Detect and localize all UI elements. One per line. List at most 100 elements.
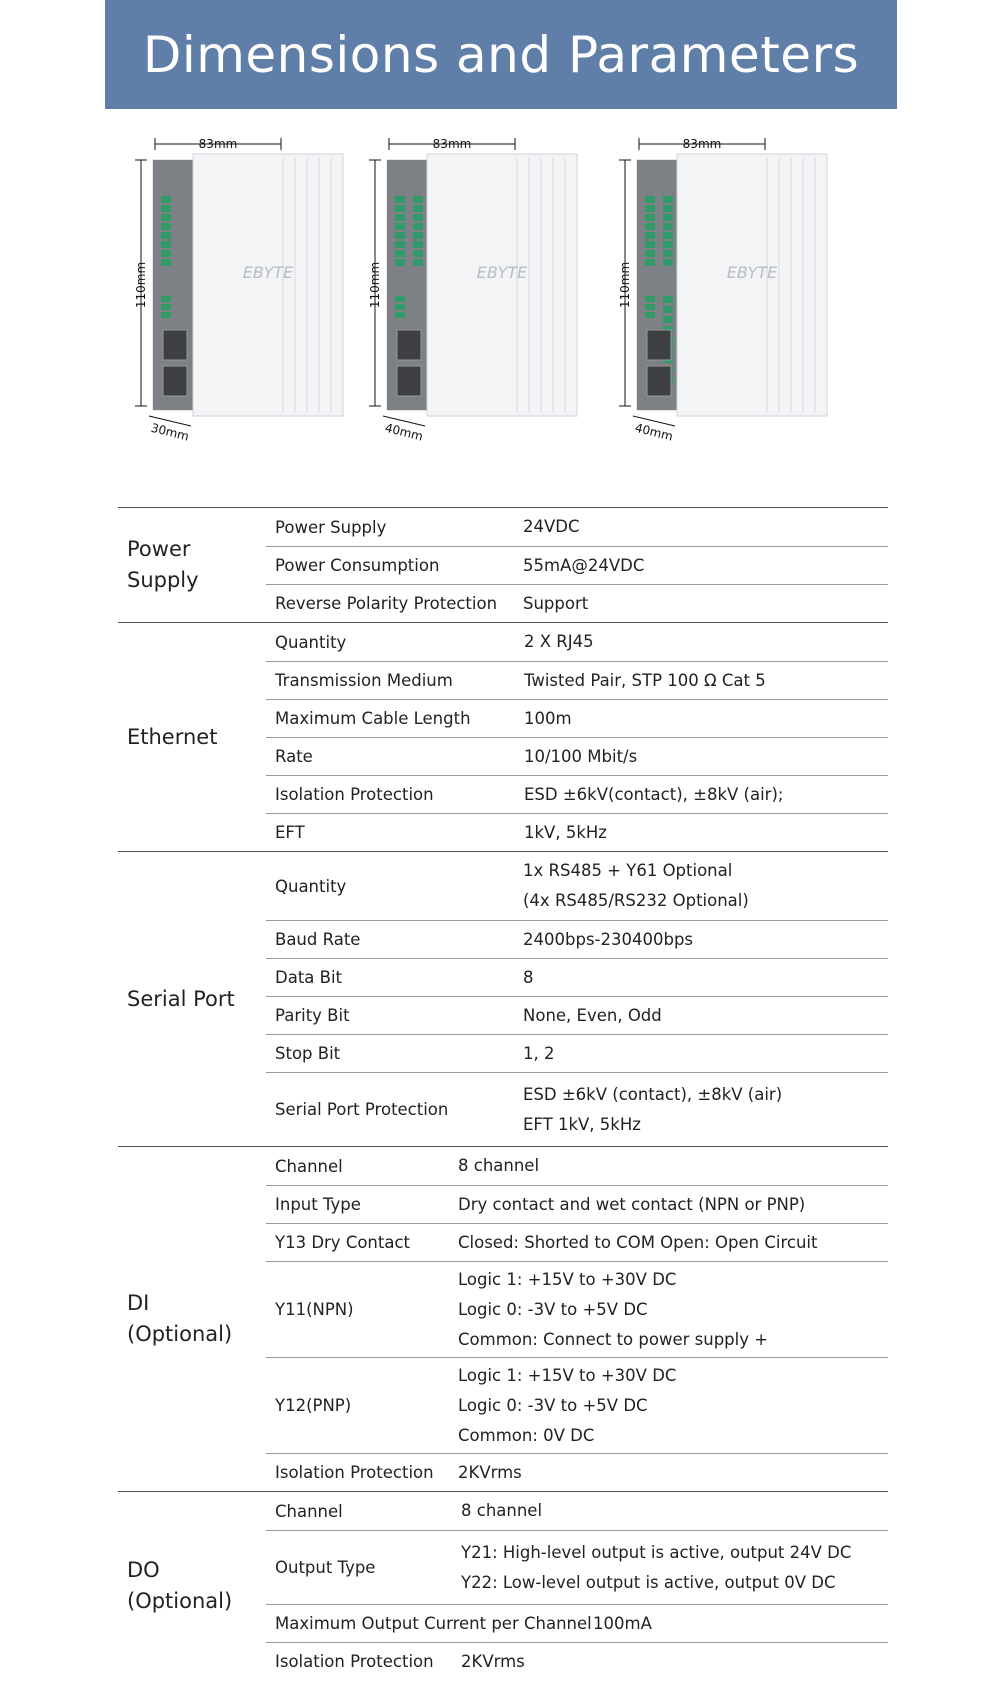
table-row: Isolation Protection ESD ±6kV(contact), ±… [266,775,888,813]
param-name: Y11(NPN) [275,1300,354,1319]
param-value: 2KVrms [458,1462,522,1482]
param-name: Rate [275,747,313,766]
table-row: Channel 8 channel [266,1147,888,1185]
param-value: 2KVrms [461,1651,525,1671]
param-name: Power Supply [275,517,387,537]
param-value: Twisted Pair, STP 100 Ω Cat 5 [524,670,766,690]
table-row: Stop Bit 1, 2 [266,1034,888,1072]
width-dimension: 83mm [199,137,238,151]
param-value: Logic 1: +15V to +30V DC Logic 0: -3V to… [458,1365,677,1445]
brand-logo: EBYTE [477,263,528,282]
param-name: Isolation Protection [275,785,434,804]
param-value: Y21: High-level output is active, output… [461,1542,852,1592]
param-value: Logic 1: +15V to +30V DC Logic 0: -3V to… [458,1269,769,1349]
table-row: Isolation Protection 2KVrms [266,1642,888,1680]
param-name: Isolation Protection [275,1652,434,1671]
param-value: 8 [523,967,534,987]
param-value: ESD ±6kV (contact), ±8kV (air) EFT 1kV, … [523,1084,783,1134]
table-row: Output Type Y21: High-level output is act… [266,1530,888,1604]
section-label: Serial Port [127,986,235,1011]
param-value: 8 channel [458,1156,540,1175]
param-name: Transmission Medium [275,671,453,690]
section-label: DI (Optional) [127,1291,233,1346]
param-name: Maximum Cable Length [275,709,471,728]
table-row: Rate 10/100 Mbit/s [266,737,888,775]
param-value: 55mA@24VDC [523,555,645,575]
table-row: Y13 Dry Contact Closed: Shorted to COM Op… [266,1223,888,1261]
param-value: 2 X RJ45 [524,632,594,651]
table-row: Maximum Cable Length 100m [266,699,888,737]
section-label: Power Supply [127,537,199,592]
table-row: Serial Port Protection ESD ±6kV (contact)… [266,1072,888,1146]
table-row: Transmission Medium Twisted Pair, STP 100… [266,661,888,699]
param-value: 2400bps-230400bps [523,929,694,949]
param-value: 8 channel [461,1501,543,1520]
param-value: 100mA [593,1613,652,1633]
table-row: Power Supply 24VDC [266,508,888,546]
brand-logo: EBYTE [243,263,294,282]
table-row: Input Type Dry contact and wet contact (N… [266,1185,888,1223]
width-dimension: 83mm [433,137,472,151]
param-name: Quantity [275,876,347,896]
table-row: Quantity 1x RS485 + Y61 Optional (4x RS48… [266,852,888,920]
param-name: Output Type [275,1558,376,1577]
param-value: 24VDC [523,517,580,536]
param-name: Parity Bit [275,1006,350,1025]
param-value: 10/100 Mbit/s [524,746,638,766]
param-value: Dry contact and wet contact (NPN or PNP) [458,1194,806,1214]
page-title: Dimensions and Parameters [142,25,860,84]
section-label: DO (Optional) [127,1558,233,1613]
table-row: Isolation Protection 2KVrms [266,1453,888,1491]
width-dimension: 83mm [683,137,722,151]
param-value: Support [523,593,589,613]
table-row: Quantity 2 X RJ45 [266,623,888,661]
param-name: Quantity [275,632,347,652]
param-name: Y13 Dry Contact [275,1233,411,1252]
height-dimension: 110mm [618,262,632,308]
table-row: Reverse Polarity Protection Support [266,584,888,622]
param-name: Maximum Output Current per Channel [275,1614,592,1633]
height-dimension: 110mm [368,262,382,308]
brand-logo: EBYTE [727,263,778,282]
param-value: Closed: Shorted to COM Open: Open Circui… [458,1232,818,1252]
param-name: Input Type [275,1195,361,1214]
param-name: Reverse Polarity Protection [275,594,498,613]
table-row: Baud Rate 2400bps-230400bps [266,920,888,958]
param-name: EFT [275,823,305,842]
table-row: EFT 1kV, 5kHz [266,813,888,851]
section-label: Ethernet [127,724,218,749]
param-name: Isolation Protection [275,1463,434,1482]
param-value: None, Even, Odd [523,1005,662,1025]
param-name: Y12(PNP) [275,1396,352,1415]
height-dimension: 110mm [134,262,148,308]
title-banner: Dimensions and Parameters [105,0,897,109]
param-name: Serial Port Protection [275,1100,449,1119]
param-value: ESD ±6kV(contact), ±8kV (air); [524,784,784,804]
section-2: Serial Port Quantity 1x RS485 + Y61 Option… [118,851,888,1146]
table-row: Channel 8 channel [266,1492,888,1530]
param-name: Data Bit [275,968,343,987]
param-name: Baud Rate [275,930,361,949]
param-value: 1x RS485 + Y61 Optional (4x RS485/RS232 … [523,861,749,910]
param-value: 1kV, 5kHz [524,822,607,842]
table-row: Data Bit 8 [266,958,888,996]
param-value: 100m [524,708,572,728]
table-row: Y12(PNP) Logic 1: +15V to +30V DC Logic 0… [266,1357,888,1453]
table-row: Parity Bit None, Even, Odd [266,996,888,1034]
param-name: Channel [275,1156,343,1176]
param-value: 1, 2 [523,1043,555,1063]
table-row: Y11(NPN) Logic 1: +15V to +30V DC Logic 0… [266,1261,888,1357]
param-name: Stop Bit [275,1044,341,1063]
param-name: Channel [275,1501,343,1521]
